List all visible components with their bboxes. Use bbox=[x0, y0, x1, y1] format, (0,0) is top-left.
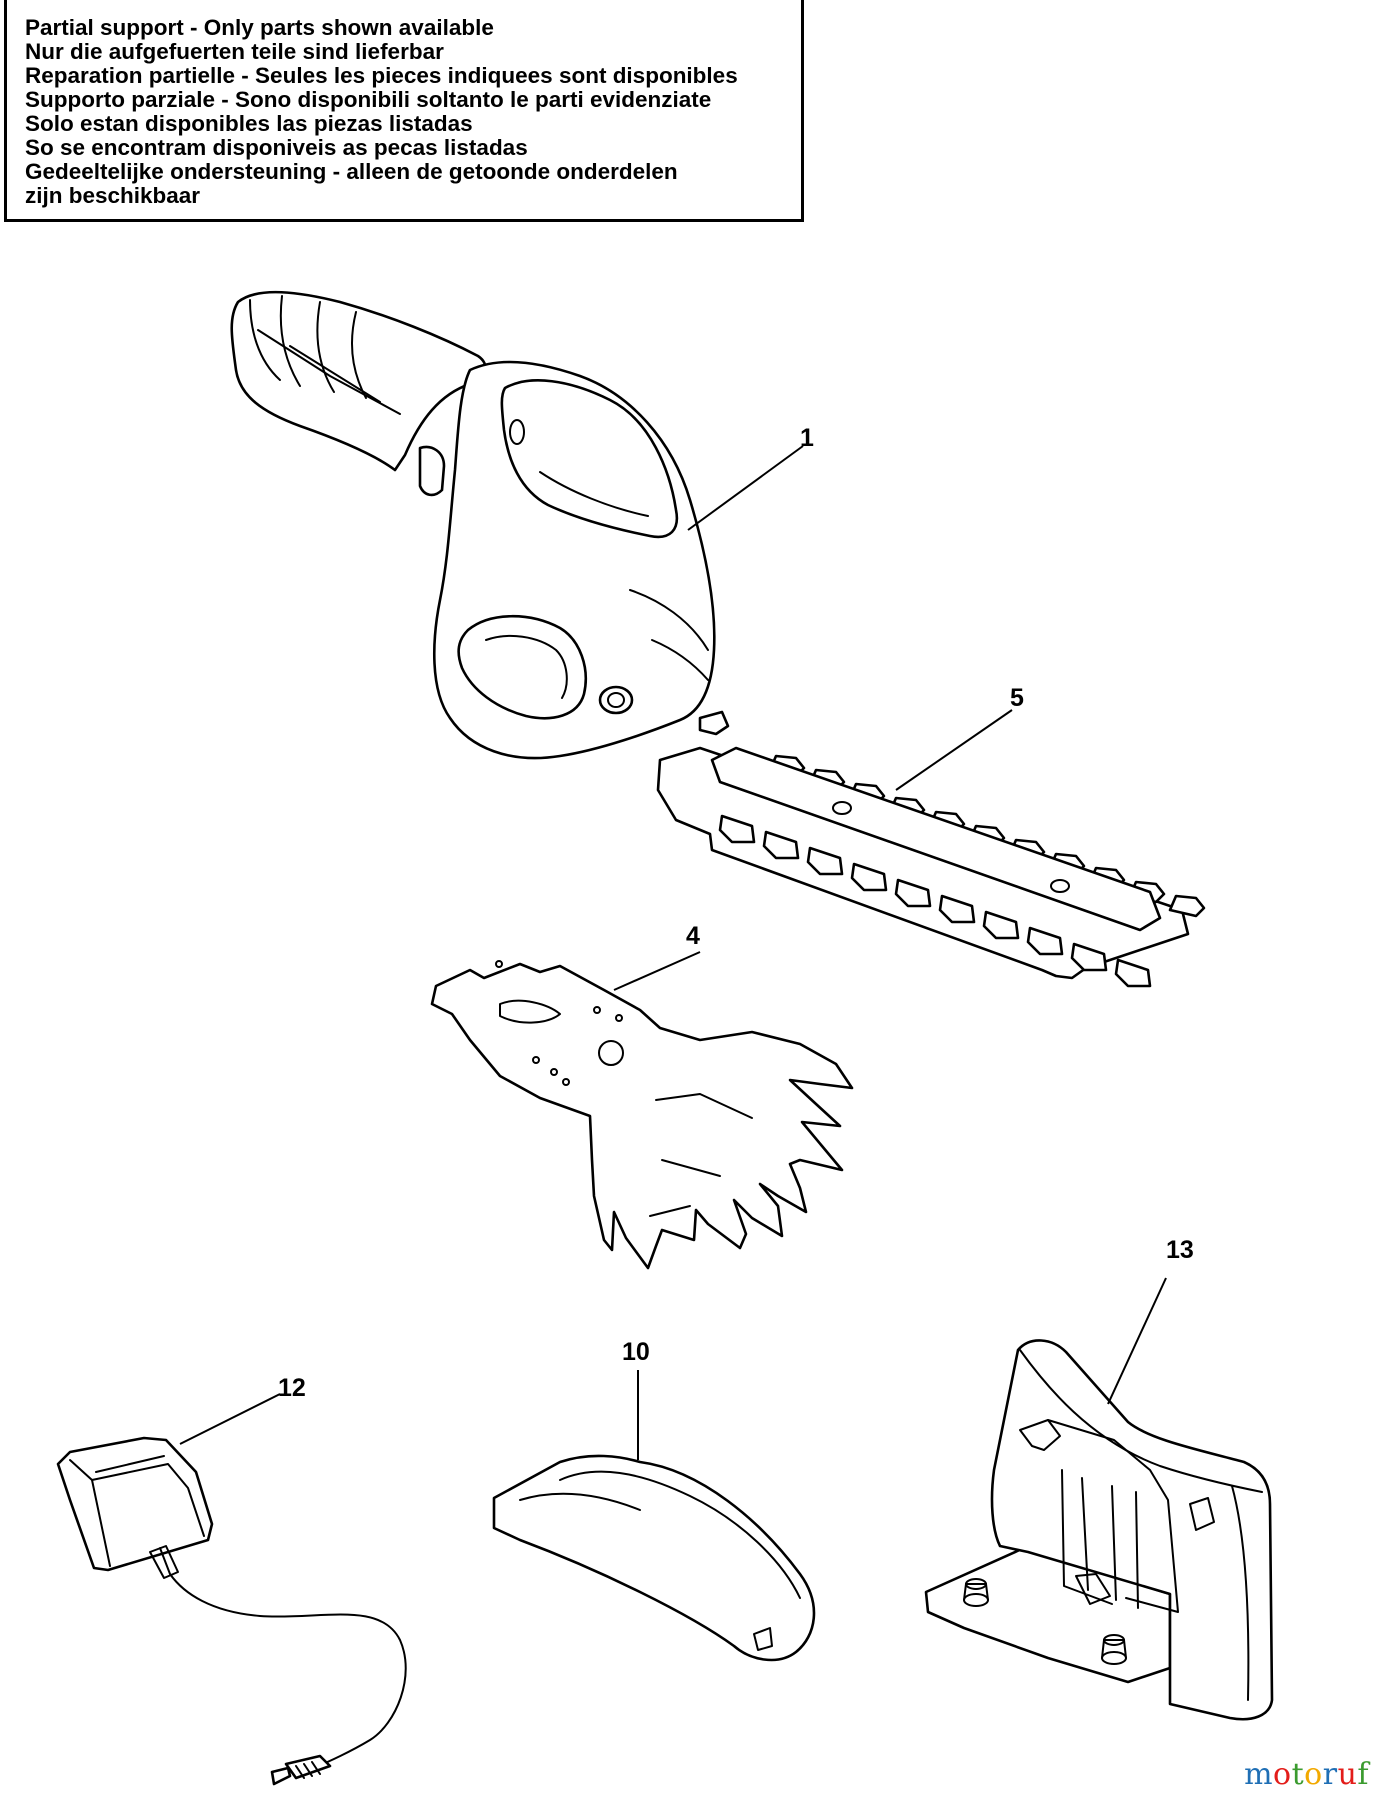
charger-adapter-icon[interactable] bbox=[56, 1436, 407, 1786]
part-1-leader-line bbox=[687, 445, 804, 531]
blade-tooth bbox=[1168, 894, 1206, 918]
hedge-trimmer-body-icon[interactable] bbox=[230, 290, 730, 760]
blade-tooth bbox=[938, 894, 976, 924]
watermark-letter: f bbox=[1357, 1757, 1369, 1792]
blade-tooth bbox=[850, 862, 888, 892]
hedge-trimmer-blade-icon[interactable] bbox=[656, 746, 1206, 988]
watermark-letter: o bbox=[1273, 1757, 1292, 1792]
blade-tooth bbox=[1070, 942, 1108, 972]
notice-line-en: Partial support - Only parts shown avail… bbox=[25, 15, 494, 40]
blade-cover-icon[interactable] bbox=[492, 1454, 816, 1662]
part-13-callout[interactable]: 13 bbox=[1166, 1236, 1194, 1264]
part-13-leader-line bbox=[1107, 1277, 1167, 1405]
blade-tooth bbox=[718, 814, 756, 844]
part-4-callout[interactable]: 4 bbox=[686, 922, 700, 950]
part-5-callout[interactable]: 5 bbox=[1010, 684, 1024, 712]
notice-line-fr: Reparation partielle - Seules les pieces… bbox=[25, 63, 738, 88]
notice-line-pt: So se encontram disponiveis as pecas lis… bbox=[25, 135, 528, 160]
watermark-letter: m bbox=[1244, 1757, 1274, 1792]
notice-line-nl: Gedeeltelijke ondersteuning - alleen de … bbox=[25, 159, 678, 184]
watermark-letter: t bbox=[1291, 1757, 1305, 1792]
part-5-leader-line bbox=[895, 709, 1013, 791]
charging-stand-icon[interactable] bbox=[924, 1339, 1274, 1721]
blade-tooth bbox=[1026, 926, 1064, 956]
part-12-leader-line bbox=[179, 1393, 281, 1445]
watermark-letter: u bbox=[1337, 1757, 1358, 1792]
blade-tooth bbox=[894, 878, 932, 908]
notice-line-de: Nur die aufgefuerten teile sind lieferba… bbox=[25, 39, 444, 64]
watermark-logo: motoruf bbox=[1244, 1757, 1369, 1792]
blade-tooth bbox=[982, 910, 1020, 940]
blade-tooth bbox=[806, 846, 844, 876]
part-12-callout[interactable]: 12 bbox=[278, 1374, 306, 1402]
watermark-letter: r bbox=[1322, 1757, 1338, 1792]
watermark-letter: o bbox=[1304, 1757, 1323, 1792]
notice-line-es: Solo estan disponibles las piezas listad… bbox=[25, 111, 473, 136]
partial-support-notice: Partial support - Only parts shown avail… bbox=[4, 0, 804, 222]
part-10-callout[interactable]: 10 bbox=[622, 1338, 650, 1366]
part-4-leader-line bbox=[613, 951, 701, 991]
notice-line-nl-cont: zijn beschikbaar bbox=[25, 183, 201, 208]
blade-tooth bbox=[1114, 958, 1152, 988]
notice-line-it: Supporto parziale - Sono disponibili sol… bbox=[25, 87, 712, 112]
part-1-callout[interactable]: 1 bbox=[800, 424, 814, 452]
grass-shear-blade-icon[interactable] bbox=[430, 960, 854, 1270]
blade-tooth bbox=[762, 830, 800, 860]
